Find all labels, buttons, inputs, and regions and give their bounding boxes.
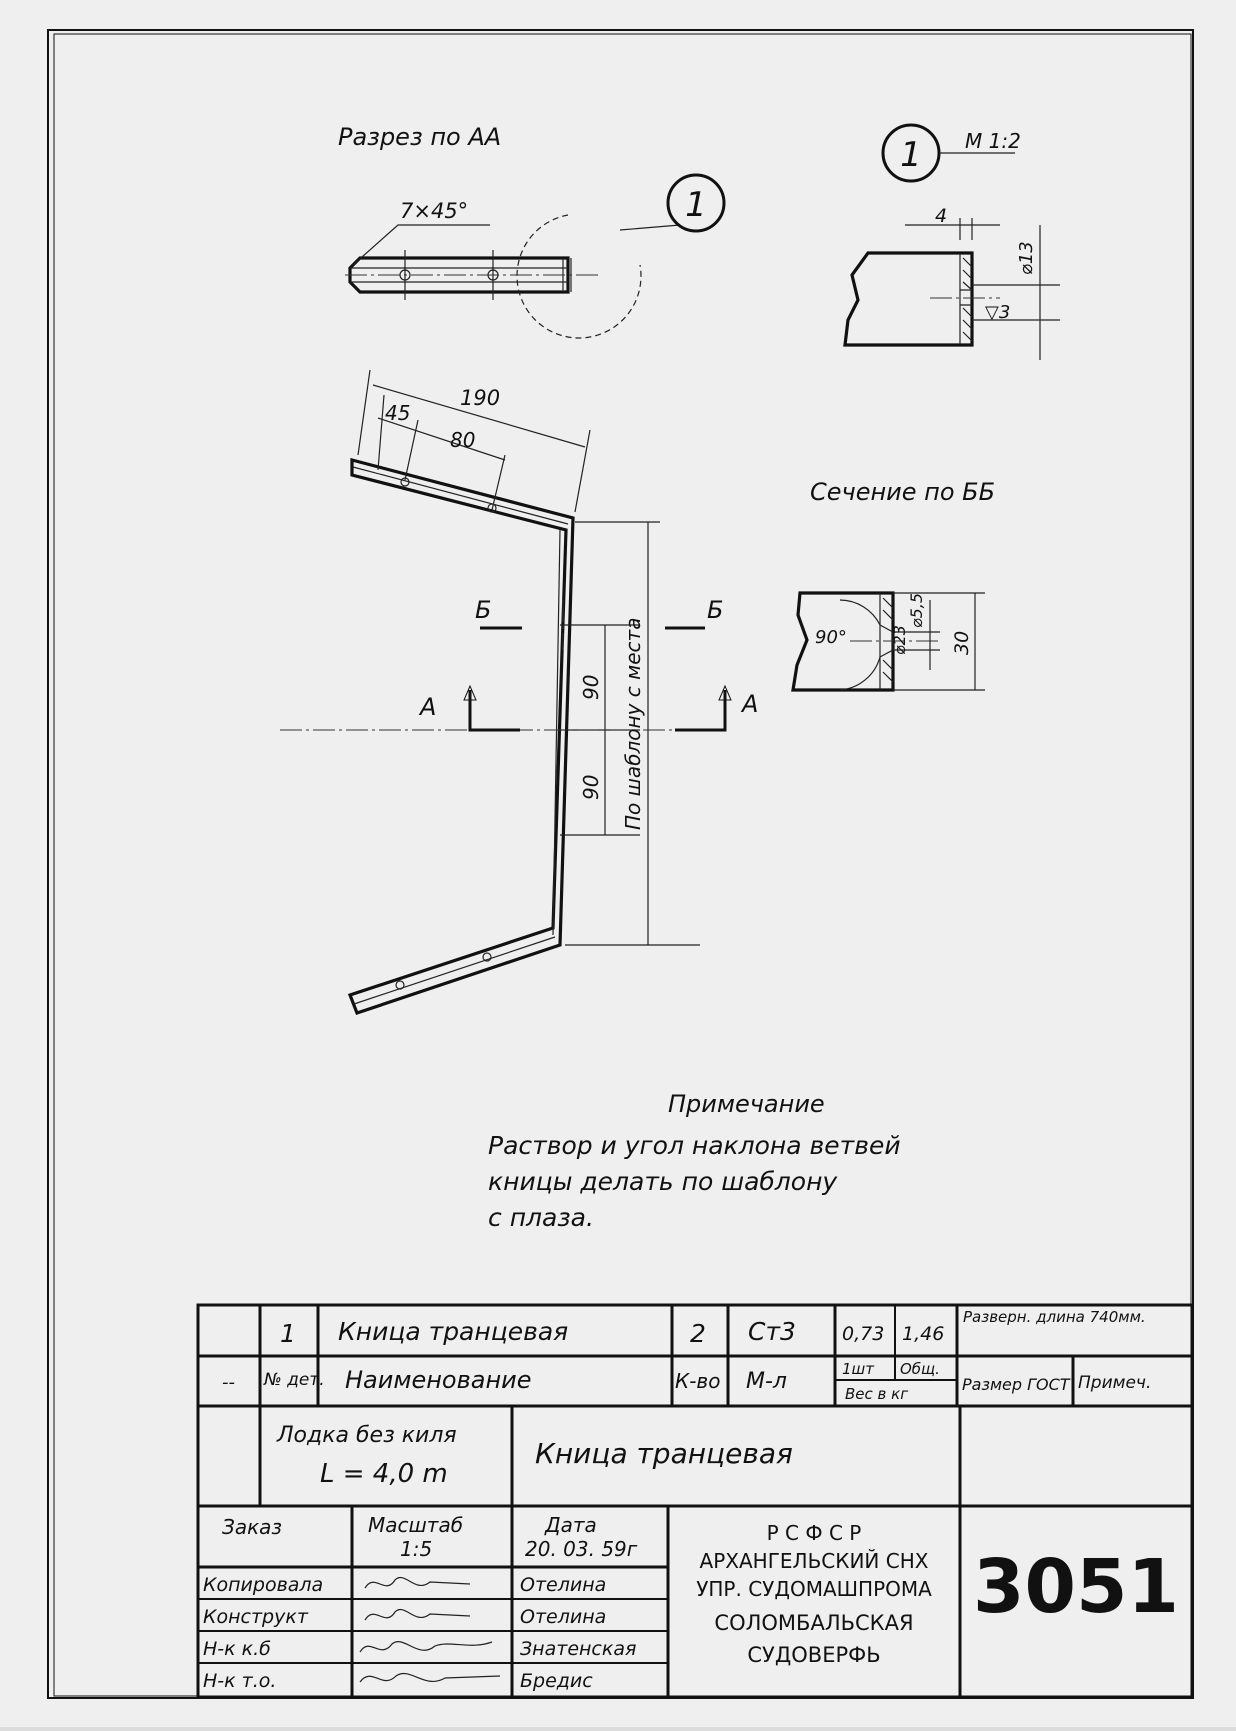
sign-role-1: Копировала bbox=[203, 1574, 323, 1596]
detail-hole-dia: ⌀13 bbox=[1016, 241, 1037, 275]
section-mark-b-right: Б bbox=[707, 596, 723, 624]
detail-depth: ▽3 bbox=[985, 302, 1010, 323]
dim-template: По шаблону с места bbox=[621, 618, 645, 830]
header-size: Размер ГОСТ bbox=[962, 1375, 1071, 1394]
section-aa-title: Разрез по АА bbox=[338, 123, 501, 151]
detail-1-view: 1 М 1:2 4 ⌀13 ▽3 bbox=[843, 123, 1060, 360]
org-line-1: Р С Ф С Р bbox=[767, 1521, 862, 1545]
sign-name-2: Отелина bbox=[520, 1606, 606, 1628]
note-heading: Примечание bbox=[668, 1090, 825, 1118]
bom-material: Ст3 bbox=[748, 1317, 796, 1346]
scale-label: Масштаб bbox=[368, 1513, 463, 1537]
sign-name-1: Отелина bbox=[520, 1574, 606, 1596]
section-bb-hole: ⌀5,5 bbox=[907, 593, 926, 628]
date-value: 20. 03. 59г bbox=[525, 1537, 638, 1561]
order-label: Заказ bbox=[222, 1515, 282, 1539]
detail-callout-number: 1 bbox=[685, 185, 707, 225]
sign-role-3: Н-к к.б bbox=[203, 1638, 271, 1660]
section-bb-height: 30 bbox=[951, 631, 973, 655]
drawing-number: 3051 bbox=[973, 1544, 1179, 1630]
org-line-5: СУДОВЕРФЬ bbox=[747, 1643, 880, 1667]
org-line-3: УПР. СУДОМАШПРОМА bbox=[696, 1577, 932, 1601]
note-line-3: с плаза. bbox=[488, 1203, 594, 1232]
section-bb-angle: 90° bbox=[815, 627, 847, 648]
sign-name-4: Бредис bbox=[520, 1670, 593, 1692]
detail-width: 4 bbox=[935, 205, 947, 227]
bom-num: 1 bbox=[280, 1319, 296, 1348]
dim-overall: 190 bbox=[460, 386, 500, 410]
date-label: Дата bbox=[544, 1513, 597, 1537]
header-qty: К-во bbox=[675, 1369, 720, 1393]
dim-lower: 90 bbox=[579, 775, 603, 800]
bom-qty: 2 bbox=[690, 1319, 706, 1348]
org-line-4: СОЛОМБАЛЬСКАЯ bbox=[714, 1611, 913, 1635]
boat-line-2: L = 4,0 m bbox=[320, 1459, 448, 1489]
dim-upper: 90 bbox=[579, 675, 603, 700]
section-bb-view: 30 ⌀5,5 ⌀23 90° bbox=[791, 591, 985, 692]
scale-value: 1:5 bbox=[400, 1537, 432, 1561]
bom-weight-unit: 0,73 bbox=[842, 1323, 884, 1345]
sign-role-2: Конструкт bbox=[203, 1606, 309, 1628]
section-mark-a-right: А bbox=[740, 690, 758, 718]
detail-callout-circle bbox=[666, 173, 726, 233]
sign-name-3: Знатенская bbox=[520, 1638, 636, 1660]
title-block: 1 Кница транцевая 2 Ст3 0,73 1,46 Развер… bbox=[196, 1303, 1194, 1699]
header-num: № дет. bbox=[263, 1370, 325, 1390]
section-bb-countersink: ⌀23 bbox=[890, 625, 909, 655]
note-line-2: кницы делать по шаблону bbox=[488, 1167, 838, 1196]
bom-name: Кница транцевая bbox=[338, 1317, 568, 1346]
dim-second: 80 bbox=[450, 428, 475, 452]
header-unit: 1шт bbox=[842, 1360, 875, 1378]
note-line-1: Раствор и угол наклона ветвей bbox=[488, 1131, 901, 1160]
dim-first: 45 bbox=[385, 401, 410, 425]
section-bb-title: Сечение по ББ bbox=[810, 478, 995, 506]
section-mark-b-left: Б bbox=[475, 596, 491, 624]
header-material: М-л bbox=[746, 1369, 787, 1394]
detail-scale: М 1:2 bbox=[965, 129, 1021, 153]
bom-weight-total: 1,46 bbox=[902, 1323, 944, 1345]
section-aa-view: 7×45° 1 bbox=[345, 173, 726, 339]
note-block: Примечание Раствор и угол наклона ветвей… bbox=[488, 1090, 901, 1232]
chamfer-label: 7×45° bbox=[400, 199, 468, 223]
header-weight: Вес в кг bbox=[845, 1385, 908, 1403]
header-note: Примеч. bbox=[1078, 1373, 1151, 1393]
sign-role-4: Н-к т.о. bbox=[203, 1670, 276, 1692]
header-marker: -- bbox=[222, 1372, 235, 1393]
org-line-2: АРХАНГЕЛЬСКИЙ СНХ bbox=[700, 1549, 929, 1573]
header-name: Наименование bbox=[345, 1366, 532, 1394]
detail-title-number: 1 bbox=[900, 135, 922, 175]
drawing-title: Кница транцевая bbox=[535, 1437, 793, 1470]
bom-note: Разверн. длина 740мм. bbox=[963, 1308, 1146, 1326]
header-total: Общ. bbox=[900, 1360, 940, 1378]
section-mark-a-left: А bbox=[418, 693, 436, 721]
boat-line-1: Лодка без киля bbox=[276, 1423, 457, 1448]
knee-view: 190 45 80 90 90 По шаблону с места Б Б А… bbox=[280, 369, 758, 1016]
